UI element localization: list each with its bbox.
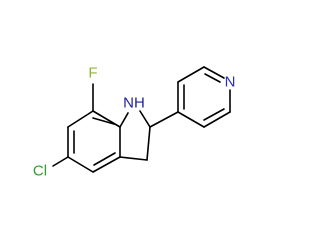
bond-pyr-c6-c5 [203, 111, 231, 128]
bond-c7a-n1 [119, 112, 129, 128]
bond-c4-c3a-inner [93, 152, 116, 166]
chlorine-label: Cl [33, 163, 47, 180]
bond-c7a-c7 [92, 110, 121, 128]
bond-c2-pyridine [149, 111, 179, 128]
bond-c7-c6 [67, 110, 94, 128]
indoline-nh-label: NH [123, 95, 145, 112]
chemical-structure-diagram: F Cl NH N [33, 65, 236, 180]
benzene-ring [67, 110, 121, 173]
bond-c4-c3a [92, 156, 121, 173]
bond-pyr-c5-c4 [177, 111, 205, 128]
bond-n1-c2 [139, 110, 151, 128]
bond-pyr-c2-n [203, 66, 225, 79]
structure-canvas: F Cl NH N [32, 64, 236, 180]
bond-c5-c4 [67, 156, 94, 173]
pyridine-ring [177, 66, 231, 128]
bond-pyr-c6-c5-inner [203, 108, 225, 121]
bond-c3-c3a [119, 156, 148, 161]
fluorine-label: F [88, 65, 97, 82]
pyridine-n-label: N [225, 74, 236, 91]
bond-c7a-c7-inner [92, 117, 115, 125]
bond-c5-cl [52, 156, 69, 167]
bond-c2-c3 [146, 126, 151, 161]
bond-pyr-c3-c2 [177, 66, 205, 83]
bond-pyr-c2-n-inner [204, 73, 221, 83]
pyrroline-ring [119, 110, 151, 161]
